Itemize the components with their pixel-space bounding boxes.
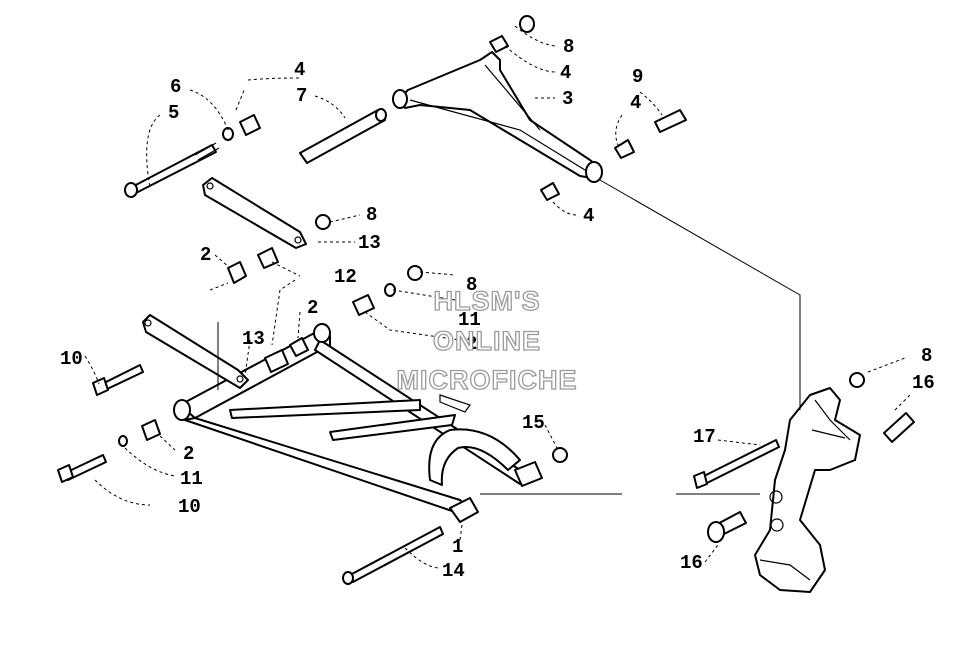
bolt-10-lower [57,454,107,483]
callout-6: 6 [170,76,181,98]
callout-8: 8 [366,204,377,226]
lower-a-arm [173,323,543,523]
watermark: HLSM'S ONLINE MICROFICHE [396,285,578,395]
callout-4: 4 [630,92,641,114]
callout-2: 2 [200,244,211,266]
callout-1: 1 [452,536,463,558]
shaft-7 [299,108,387,164]
watermark-line-1: HLSM'S [434,286,541,316]
callout-11: 11 [458,309,481,331]
callout-9: 9 [632,66,643,88]
callout-8: 8 [563,36,574,58]
nut-8-mid [315,214,331,230]
nut-8-spindle [849,372,865,388]
callout-8: 8 [921,345,932,367]
callout-8: 8 [466,274,477,296]
callout-11: 11 [180,468,203,490]
lower-arm-hardware [118,265,568,463]
bolt-17 [693,439,780,489]
callout-13: 13 [242,328,265,350]
callout-2: 2 [307,297,318,319]
callout-4: 4 [294,59,305,81]
upper-arm-bushings [489,15,687,201]
spindle-knuckle [754,387,861,593]
callout-16: 16 [912,372,935,394]
callout-4: 4 [560,62,571,84]
reference-line-upper [599,179,801,410]
callout-2: 2 [466,333,477,355]
bolt-5 [124,142,220,198]
callout-labels: 8 4 3 9 4 4 4 7 6 5 8 13 2 12 2 13 8 11 … [60,36,935,582]
callout-15: 15 [522,412,545,434]
spacer-2-12 [227,247,279,284]
callout-14: 14 [442,560,465,582]
callout-3: 3 [562,88,573,110]
callout-10: 10 [60,348,83,370]
callout-10: 10 [178,496,201,518]
bolt-10-upper [92,364,144,396]
callout-5: 5 [168,102,179,124]
callout-17: 17 [693,426,716,448]
watermark-line-2: ONLINE [433,326,541,356]
link-plate-lower [142,314,249,390]
bolt-16-upper [883,412,915,443]
upper-a-arm [392,51,603,183]
link-plate-upper [202,177,307,249]
bushing-4-left [239,114,261,136]
washer-6 [222,127,234,141]
callout-7: 7 [296,85,307,107]
bolt-14 [342,526,444,585]
bolt-16-lower [707,511,747,543]
callout-12: 12 [334,266,357,288]
callout-4: 4 [583,205,594,227]
callout-2: 2 [183,443,194,465]
leader-lines [84,25,911,569]
callout-13: 13 [358,232,381,254]
watermark-line-3: MICROFICHE [397,365,578,395]
callout-16: 16 [680,552,703,574]
